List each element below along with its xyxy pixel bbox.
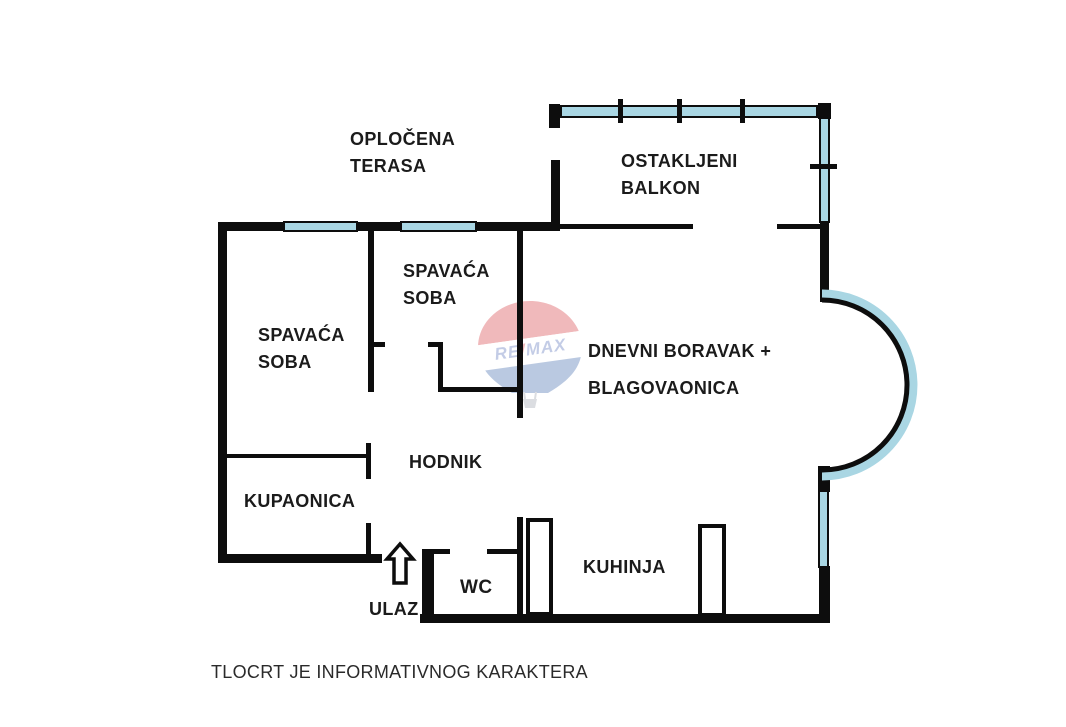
bay-window-arc xyxy=(821,289,918,481)
window-balcony-top xyxy=(560,105,818,118)
window-mullion-tick xyxy=(810,164,837,169)
window-mullion-tick xyxy=(677,99,682,123)
door-leaf-kitchen-right xyxy=(698,524,726,617)
wall-balcony-corner-tr xyxy=(818,103,831,119)
wall-wc-top-left xyxy=(422,549,450,554)
wall-kitchen-left xyxy=(517,517,523,617)
wall-bottom-main xyxy=(420,614,830,623)
label-bathroom: KUPAONICA xyxy=(244,491,356,511)
label-kitchen: KUHINJA xyxy=(583,557,666,577)
wall-balcony-corner-tl xyxy=(549,104,560,128)
wall-door-jamb-bedroom-left xyxy=(368,342,385,347)
wall-balcony-bottom-left xyxy=(558,224,693,229)
window-balcony-right xyxy=(819,117,830,223)
wall-wc-top-right xyxy=(487,549,520,554)
label-hallway: HODNIK xyxy=(409,452,483,472)
balloon-basket xyxy=(523,399,537,408)
wall-bathroom-top xyxy=(222,454,370,458)
label-entrance: ULAZ xyxy=(369,599,419,619)
window-mullion-tick xyxy=(618,99,623,123)
label-living-dining: DNEVNI BORAVAK +BLAGOVAONICA xyxy=(588,341,772,398)
label-wc: WC xyxy=(460,577,493,598)
wall-balcony-left xyxy=(551,160,560,227)
wall-bathroom-jamb-lower xyxy=(366,523,371,554)
door-leaf-kitchen-left xyxy=(526,518,553,616)
wall-bathroom-jamb-upper xyxy=(366,443,371,479)
window-bedroom-small xyxy=(400,221,477,232)
remax-balloon-watermark-icon: RE/MAX xyxy=(478,301,582,408)
wall-bedroom2-right xyxy=(517,230,523,418)
entrance-arrow-icon xyxy=(383,541,417,585)
wall-right-lower xyxy=(819,566,830,623)
wall-bedroom-divider xyxy=(368,230,374,392)
window-mullion-tick xyxy=(740,99,745,123)
wall-closet-vertical xyxy=(438,342,443,392)
window-bedroom-large xyxy=(283,221,358,232)
window-right-lower xyxy=(818,490,829,568)
wall-door-jamb-bedroom-right xyxy=(428,342,443,347)
wall-left xyxy=(218,222,227,563)
remax-wordmark: RE/MAX xyxy=(493,335,568,364)
wall-closet-horizontal xyxy=(438,387,523,392)
wall-wc-left xyxy=(422,553,434,619)
wall-bottom-left xyxy=(218,554,382,563)
wall-right-upper xyxy=(820,222,829,302)
disclaimer-text: TLOCRT JE INFORMATIVNOG KARAKTERA xyxy=(211,662,588,682)
wall-balcony-bottom-right xyxy=(777,224,820,229)
wall-top-main xyxy=(218,222,560,231)
